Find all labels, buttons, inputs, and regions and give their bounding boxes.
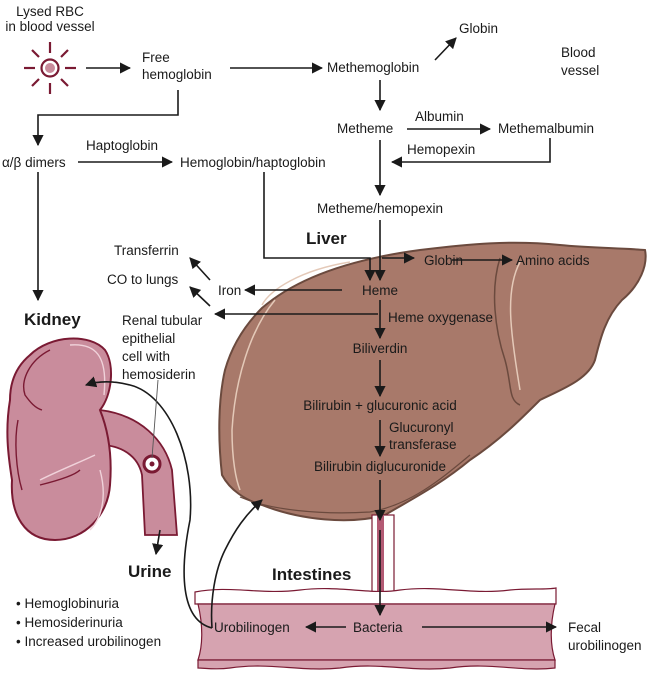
arrow-methemalbumin-to-metheme <box>390 138 551 168</box>
fecal-urobilinogen-label-1: Fecal <box>568 620 601 635</box>
urine-finding-3: • Increased urobilinogen <box>16 634 161 649</box>
methemalbumin-label: Methemalbumin <box>498 121 594 136</box>
methemoglobin-label: Methemoglobin <box>327 60 419 75</box>
arrow-kidney-to-urine <box>152 529 164 556</box>
renal-tubular-label-4: hemosiderin <box>122 367 196 382</box>
renal-cell-icon <box>142 454 162 474</box>
renal-tubular-label-1: Renal tubular <box>122 313 203 328</box>
intestine-upper-wall <box>194 587 557 605</box>
liver-lobe-line <box>493 257 521 406</box>
amino-acids-label: Amino acids <box>516 253 590 268</box>
urine-finding-2: • Hemosiderinuria <box>16 615 123 630</box>
liver-region-label: Liver <box>306 229 347 248</box>
metheme-label: Metheme <box>337 121 393 136</box>
hemopexin-label: Hemopexin <box>407 142 475 157</box>
arrow-methb-to-globin <box>434 37 457 61</box>
glucuronyl-transferase-label-1: Glucuronyl <box>389 420 454 435</box>
glucuronyl-transferase-label-2: transferase <box>389 437 457 452</box>
liver-organ <box>218 241 647 522</box>
bile-duct <box>371 514 395 596</box>
liver-highlight <box>231 299 276 491</box>
kidney-inner-line-2 <box>15 419 23 491</box>
liver-highlight-2 <box>261 261 351 306</box>
liver-lower-edge <box>239 454 471 514</box>
kidney-region-label: Kidney <box>24 310 81 329</box>
urine-finding-1: • Hemoglobinuria <box>16 596 120 611</box>
lysed-rbc-label-1: Lysed RBC <box>16 4 84 19</box>
albumin-label: Albumin <box>415 109 464 124</box>
kidney-highlight-2 <box>39 454 96 481</box>
arrow-iron-to-transferrin <box>189 257 211 281</box>
co-to-lungs-label: CO to lungs <box>107 272 179 287</box>
intestine-organ <box>194 587 557 670</box>
arrow-hb-hp-to-heme <box>263 172 376 282</box>
haptoglobin-label: Haptoglobin <box>86 138 158 153</box>
transferrin-label: Transferrin <box>114 243 179 258</box>
liver-highlight-3 <box>509 261 521 391</box>
arrow-free-hb-to-dimers <box>32 90 179 147</box>
intestine-lower-wall <box>197 659 556 670</box>
liver-shape <box>218 241 647 522</box>
kidney-highlight <box>69 344 106 396</box>
fecal-urobilinogen-label-2: urobilinogen <box>568 638 642 653</box>
biliverdin-label: Biliverdin <box>353 341 408 356</box>
renal-tubular-label-3: cell with <box>122 349 170 364</box>
renal-tubular-label-2: epithelial <box>122 331 175 346</box>
free-hemoglobin-label-1: Free <box>142 50 170 65</box>
intestines-region-label: Intestines <box>272 565 351 584</box>
hemoglobin-haptoglobin-label: Hemoglobin/haptoglobin <box>180 155 326 170</box>
bilirubin-diglucuronide-label: Bilirubin diglucuronide <box>314 459 446 474</box>
arrow-iron-to-co <box>189 286 211 307</box>
arrows <box>32 37 558 633</box>
blood-vessel-label-2: vessel <box>561 63 599 78</box>
arrow-urobilinogen-to-liver <box>210 499 263 629</box>
bilirubin-glucuronic-label: Bilirubin + glucuronic acid <box>303 398 456 413</box>
kidney-highlight-3 <box>89 469 104 531</box>
kidney-shape <box>6 337 112 542</box>
iron-label: Iron <box>218 283 241 298</box>
alpha-beta-dimers-label: α/β dimers <box>2 155 66 170</box>
kidney-inner-line <box>23 349 51 411</box>
free-hemoglobin-label-2: hemoglobin <box>142 67 212 82</box>
kidney-organ <box>6 337 178 542</box>
urine-region-label: Urine <box>128 562 171 581</box>
metheme-hemopexin-label: Metheme/hemopexin <box>317 201 443 216</box>
ureter <box>99 408 178 536</box>
lysed-rbc-icon <box>24 42 76 94</box>
pointer-renal-cell <box>151 379 159 459</box>
arrow-urobilinogen-to-kidney <box>84 376 213 629</box>
kidney-inner-line-3 <box>39 469 81 486</box>
heme-oxygenase-label: Heme oxygenase <box>388 310 493 325</box>
bacteria-label: Bacteria <box>353 620 403 635</box>
urobilinogen-label: Urobilinogen <box>214 620 290 635</box>
globin-top-label: Globin <box>459 21 498 36</box>
liver-globin-label: Globin <box>424 253 463 268</box>
lysed-rbc-label-2: in blood vessel <box>5 19 94 34</box>
blood-vessel-label-1: Blood <box>561 45 596 60</box>
heme-label: Heme <box>362 283 398 298</box>
